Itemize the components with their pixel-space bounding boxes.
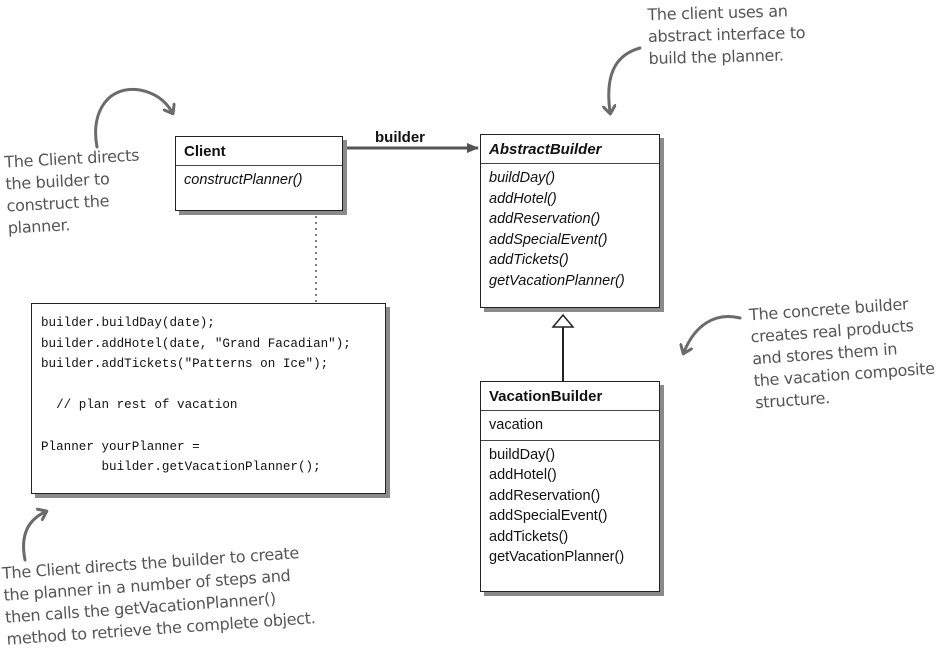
inheritance-triangle [551, 313, 575, 328]
code-line [41, 416, 385, 437]
vacation-builder-class-box: VacationBuilder vacation buildDay() addH… [480, 381, 660, 592]
method: addReservation() [489, 487, 601, 504]
method: addReservation() [489, 211, 601, 227]
code-line: // plan rest of vacation [41, 398, 238, 413]
abstract-builder-class-box: AbstractBuilder buildDay() addHotel() ad… [480, 134, 660, 308]
method: addHotel() [489, 190, 557, 207]
client-code-note: builder.buildDay(date); builder.addHotel… [31, 303, 386, 494]
code-line: builder.addHotel(date, "Grand Facadian")… [41, 336, 351, 351]
method: addTickets() [489, 252, 569, 268]
annotation-concrete-builder: The concrete builder creates real produc… [748, 292, 937, 414]
class-name: AbstractBuilder [481, 135, 659, 164]
class-name: Client [176, 137, 342, 166]
attribute-section: vacation [481, 411, 659, 441]
client-class-box: Client constructPlanner() [175, 136, 343, 211]
method: getVacationPlanner() [489, 549, 625, 565]
method-section: constructPlanner() [176, 166, 342, 195]
method: buildDay() [489, 446, 556, 463]
hand-arrow-top-note [609, 46, 642, 112]
annotation-abstract-interface: The client uses an abstract interface to… [647, 0, 806, 70]
code-line: Planner yourPlanner = [41, 439, 200, 454]
class-name: VacationBuilder [481, 382, 659, 411]
code-line: builder.buildDay(date); [41, 316, 215, 330]
method-section: buildDay() addHotel() addReservation() a… [481, 164, 659, 295]
method: addHotel() [489, 467, 557, 483]
hand-arrow-bottom-note [22, 512, 45, 562]
method: addTickets() [489, 528, 569, 545]
association-label: builder [375, 129, 426, 146]
attribute: vacation [489, 417, 544, 433]
code-line: builder.getVacationPlanner(); [41, 460, 321, 475]
method: constructPlanner() [184, 172, 303, 188]
hand-arrow-left-note [94, 87, 172, 149]
code-line: builder.addTickets("Patterns on Ice"); [41, 357, 329, 372]
annotation-line: build the planner. [648, 45, 784, 69]
method: addSpecialEvent() [489, 231, 608, 248]
method-section: buildDay() addHotel() addReservation() a… [481, 441, 659, 572]
hand-arrow-right-note [684, 315, 742, 352]
method: addSpecialEvent() [489, 508, 608, 524]
annotation-client-directs: The Client directs the builder to constr… [4, 145, 143, 240]
method: getVacationPlanner() [489, 272, 625, 289]
method: buildDay() [489, 170, 556, 186]
code-line [41, 375, 385, 396]
